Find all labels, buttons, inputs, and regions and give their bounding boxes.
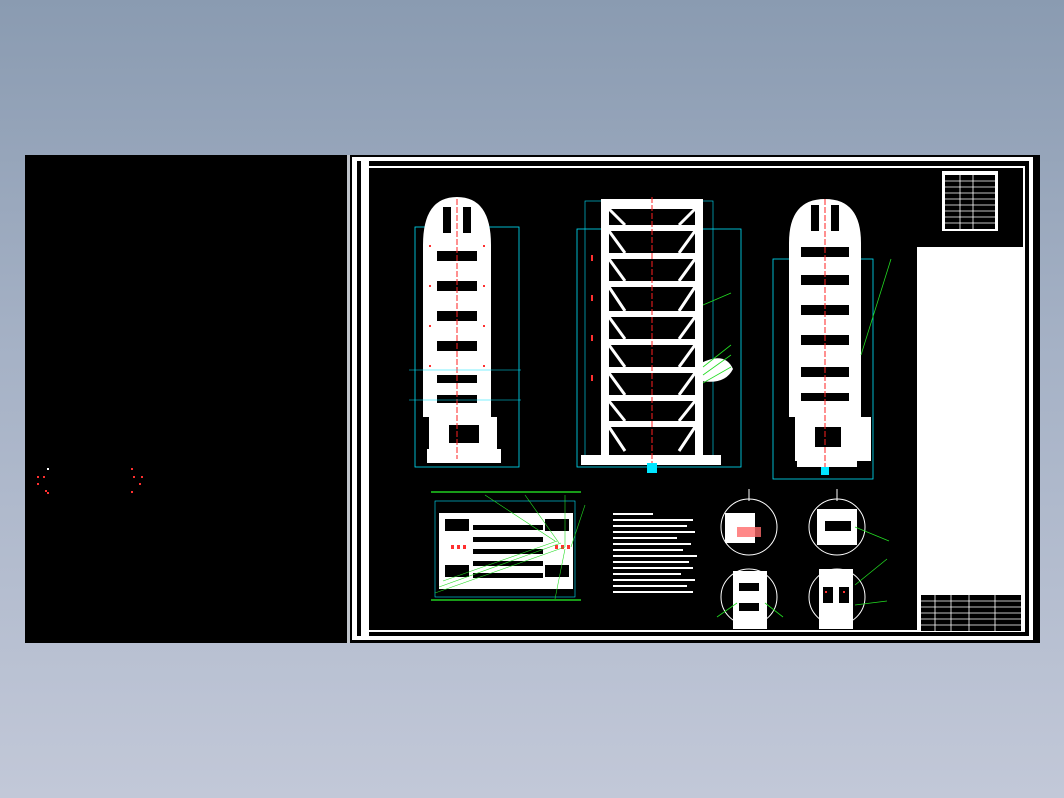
- detail-c: [716, 568, 784, 629]
- left-viewport-marks: [37, 468, 143, 494]
- detail-d: [808, 558, 888, 629]
- viewport-separator: [347, 155, 350, 643]
- front-view-center: [576, 197, 742, 473]
- detail-a: [720, 489, 778, 556]
- drawing-viewport[interactable]: [25, 155, 1040, 643]
- top-view: [431, 491, 586, 601]
- side-panel: [917, 247, 1023, 631]
- title-block: [921, 595, 1021, 631]
- side-view-right: [772, 199, 892, 480]
- front-view-left: [409, 197, 521, 468]
- cad-sheet: [37, 157, 1033, 640]
- notes-block: [613, 513, 697, 593]
- detail-b: [808, 489, 890, 556]
- parts-table: [942, 171, 998, 231]
